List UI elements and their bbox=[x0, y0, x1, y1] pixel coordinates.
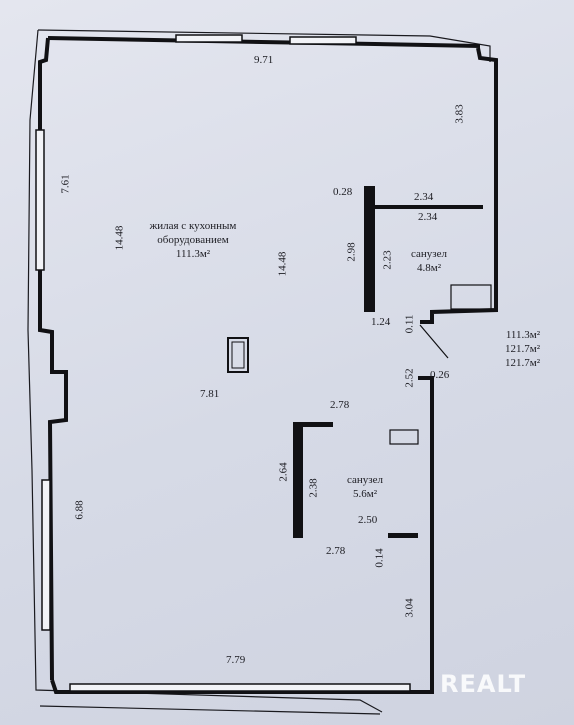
dim-bath2-gap: 0.14 bbox=[373, 548, 386, 568]
bath1-fixture bbox=[450, 284, 492, 310]
living-room-area: 111.3м² bbox=[175, 248, 211, 260]
bath2-label: санузел 5.6м² bbox=[332, 473, 398, 501]
bath2-name: санузел bbox=[346, 474, 383, 486]
dim-left-lower: 6.88 bbox=[73, 500, 86, 520]
dim-bath1-bottom: 1.24 bbox=[371, 316, 391, 328]
living-room-name-2: оборудованием bbox=[157, 234, 229, 246]
bath1-area: 4.8м² bbox=[416, 262, 441, 274]
dim-bath2-left-inner: 2.38 bbox=[307, 478, 320, 498]
dim-bath1-left-outer: 2.98 bbox=[345, 242, 358, 262]
dim-bath1-gap: 0.11 bbox=[403, 314, 416, 334]
outer-wall-top-line bbox=[37, 29, 491, 62]
dim-right-upper: 3.83 bbox=[453, 104, 466, 124]
vent-shaft-outer bbox=[227, 337, 249, 373]
realt-watermark: REALT bbox=[440, 670, 527, 698]
bath1-label: санузел 4.8м² bbox=[396, 247, 462, 275]
bath1-wall-top bbox=[375, 205, 483, 209]
wall-top bbox=[47, 36, 481, 48]
dim-center: 7.81 bbox=[200, 388, 220, 400]
dim-mid-right-wall: 2.52 bbox=[403, 368, 416, 388]
living-room-label: жилая с кухонным оборудованием 111.3м² bbox=[128, 219, 258, 261]
wall-right-lower bbox=[418, 376, 434, 694]
bath1-wall-left bbox=[364, 186, 375, 312]
outer-wall-left-line bbox=[27, 29, 383, 713]
wall-bottom bbox=[50, 679, 418, 694]
window-left-2 bbox=[41, 479, 51, 631]
leader-line bbox=[419, 324, 449, 359]
bath2-wall-left bbox=[293, 422, 303, 538]
bath2-wall-top bbox=[303, 422, 333, 427]
dim-mid-right-thick: 0.26 bbox=[430, 369, 450, 381]
dim-bath2-inner-bottom: 2.50 bbox=[358, 514, 378, 526]
area-summary-2: 121.7м² bbox=[505, 343, 541, 355]
dim-bath2-bottom: 2.78 bbox=[326, 545, 346, 557]
living-room-name-1: жилая с кухонным bbox=[149, 220, 237, 232]
wall-right-upper bbox=[420, 47, 498, 324]
vent-shaft-inner bbox=[231, 341, 245, 369]
dim-bath1-top-inner: 2.34 bbox=[418, 211, 438, 223]
bath1-name: санузел bbox=[410, 248, 447, 260]
dim-bottom: 7.79 bbox=[226, 654, 246, 666]
window-left-1 bbox=[35, 129, 45, 271]
bath2-wall-bottom bbox=[388, 533, 418, 538]
area-summary: 111.3м² 121.7м² 121.7м² bbox=[505, 328, 540, 370]
dim-bath2-left-outer: 2.64 bbox=[277, 462, 290, 482]
dim-left-upper: 7.61 bbox=[59, 174, 72, 194]
dim-top: 9.71 bbox=[254, 54, 274, 66]
wall-left bbox=[38, 37, 68, 681]
dim-bath2-top: 2.78 bbox=[330, 399, 350, 411]
area-summary-3: 121.7м² bbox=[505, 357, 541, 369]
dim-inner-right: 14.48 bbox=[276, 251, 289, 277]
area-summary-1: 111.3м² bbox=[505, 329, 541, 341]
bath2-fixture bbox=[389, 429, 419, 445]
bath2-area: 5.6м² bbox=[352, 488, 377, 500]
dim-bath1-left-inner: 2.23 bbox=[381, 250, 394, 270]
window-top-1 bbox=[175, 34, 243, 43]
window-bottom bbox=[69, 683, 411, 692]
dim-right-lower: 3.04 bbox=[403, 598, 416, 618]
dim-bath1-top-outer: 2.34 bbox=[414, 191, 434, 203]
dim-bath1-wall: 0.28 bbox=[333, 186, 353, 198]
window-top-2 bbox=[289, 36, 357, 45]
dim-inner-left: 14.48 bbox=[113, 225, 126, 251]
